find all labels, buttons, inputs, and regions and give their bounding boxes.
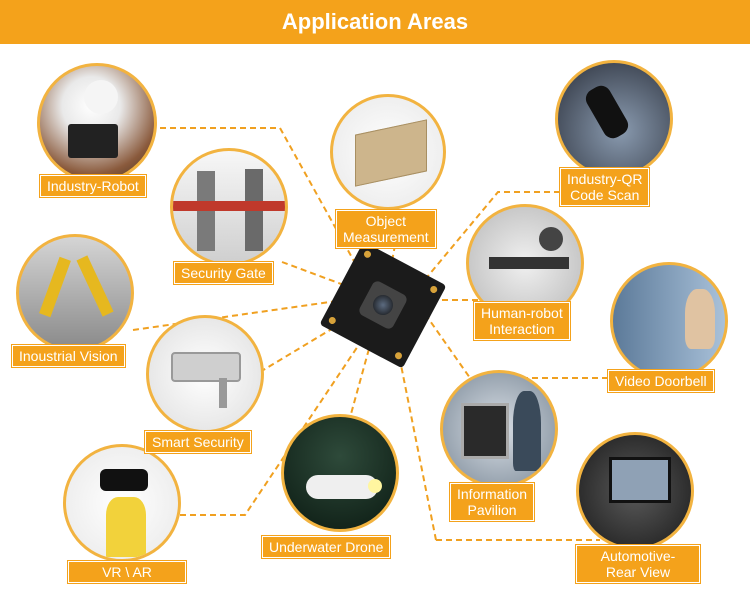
label-vr-ar: VR \ AR <box>68 561 186 583</box>
label-information-pavilion: Information Pavilion <box>450 483 535 521</box>
label-industry-robot: Industry-Robot <box>40 175 146 197</box>
industry-robot-image <box>37 63 157 183</box>
label-automotive: Automotive- Rear View <box>576 545 700 583</box>
label-security-gate: Security Gate <box>174 262 273 284</box>
information-pavilion-image <box>440 370 558 488</box>
security-gate-image <box>170 148 288 266</box>
label-underwater-drone: Underwater Drone <box>262 536 391 558</box>
label-industry-qr: Industry-QR Code Scan <box>560 168 650 206</box>
label-smart-security: Smart Security <box>145 431 251 453</box>
object-measurement-image <box>330 94 446 210</box>
label-industrial-vision: Inoustrial Vision <box>12 345 125 367</box>
industry-qr-image <box>555 60 673 178</box>
vr-ar-image <box>63 444 181 562</box>
video-doorbell-image <box>610 262 728 380</box>
underwater-drone-image <box>281 414 399 532</box>
industrial-vision-image <box>16 234 134 352</box>
label-human-robot: Human-robot Interaction <box>474 302 570 340</box>
automotive-image <box>576 432 694 550</box>
page-title: Application Areas <box>0 0 750 44</box>
camera-lens-icon <box>357 279 409 331</box>
smart-security-image <box>146 315 264 433</box>
label-video-doorbell: Video Doorbell <box>608 370 714 392</box>
label-object-measurement: Object Measurement <box>336 210 436 248</box>
